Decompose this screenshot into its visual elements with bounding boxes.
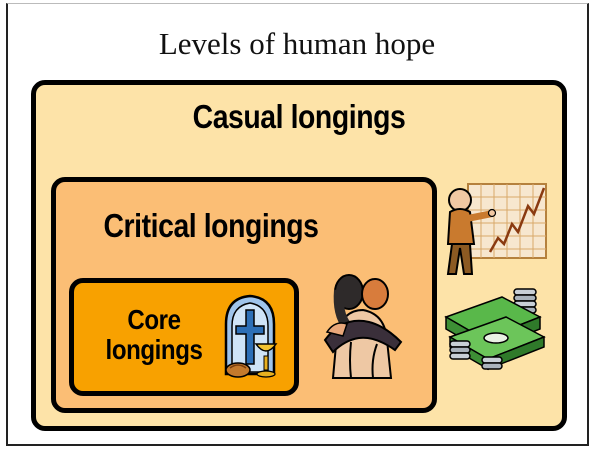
core-longings-label: Core longings bbox=[94, 305, 214, 365]
core-longings-line2: longings bbox=[105, 334, 203, 365]
church-window-communion-icon bbox=[224, 294, 278, 378]
core-longings-line1: Core bbox=[127, 304, 181, 335]
businessman-growth-chart-icon bbox=[446, 183, 547, 275]
slide-title: Levels of human hope bbox=[158, 26, 436, 61]
money-stack-coins-icon bbox=[444, 288, 546, 371]
hugging-couple-icon bbox=[323, 274, 403, 379]
slide-frame bbox=[6, 3, 589, 446]
critical-longings-label: Critical longings bbox=[103, 207, 319, 244]
casual-longings-label: Casual longings bbox=[192, 98, 406, 135]
